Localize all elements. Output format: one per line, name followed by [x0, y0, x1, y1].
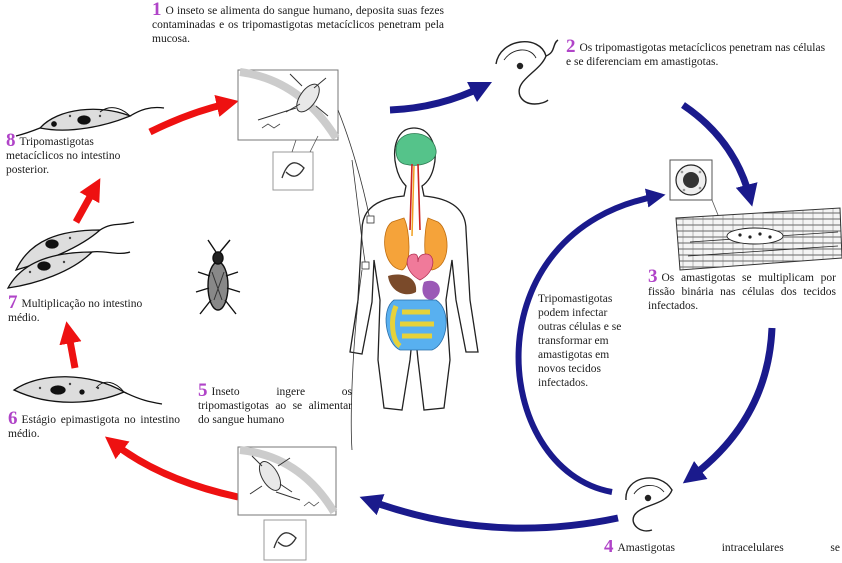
arrow-1-to-2 [390, 86, 484, 110]
step-text: Os amastigotas se multiplicam por fissão… [648, 272, 836, 312]
step-number: 5 [198, 380, 208, 401]
arrow-7-to-8 [76, 186, 96, 222]
step-number: 3 [648, 266, 658, 287]
infected-tissue-figure [670, 160, 842, 270]
step-number: 1 [152, 0, 162, 20]
arrow-4-to-5 [368, 500, 618, 528]
step-text: Inseto ingere os tripomastigotas ao se a… [198, 386, 352, 426]
insect-feeding-panel [238, 447, 336, 560]
triatomine-bug-figure [196, 240, 240, 314]
dividing-epimastigotes-figure [8, 222, 134, 288]
arrow-5-to-6 [112, 442, 238, 497]
arrow-3-to-4 [690, 328, 772, 478]
step-number: 6 [8, 408, 18, 429]
step-text: Multiplicação no intestino médio. [8, 298, 142, 324]
intracellular-amastigote-figure [626, 478, 672, 531]
metacyclic-in-hindgut-figure [16, 107, 164, 136]
step-4-label: 4 Amastigotas intracelulares se [604, 540, 840, 555]
step-text: O inseto se alimenta do sangue humano, d… [152, 5, 444, 45]
step-text: Os tripomastigotas metacíclicos penetram… [566, 42, 825, 68]
epimastigote-figure [14, 377, 162, 404]
human-body [338, 110, 478, 450]
reinfection-note: Tripomastigotas podem infectar outras cé… [538, 292, 634, 390]
step-number: 8 [6, 130, 16, 151]
step-number: 2 [566, 36, 576, 57]
step-number: 7 [8, 292, 18, 313]
metacyclic-trypomastigote-figure [496, 40, 558, 104]
arrow-6-to-7 [68, 330, 75, 368]
step-text: Tripomastigotas metacíclicos no intestin… [6, 136, 120, 176]
insect-bite-panel [238, 70, 338, 190]
step-number: 4 [604, 540, 614, 555]
step-text: Amastigotas intracelulares se [618, 542, 841, 554]
step-text: Estágio epimastigota no intestino médio. [8, 414, 180, 440]
